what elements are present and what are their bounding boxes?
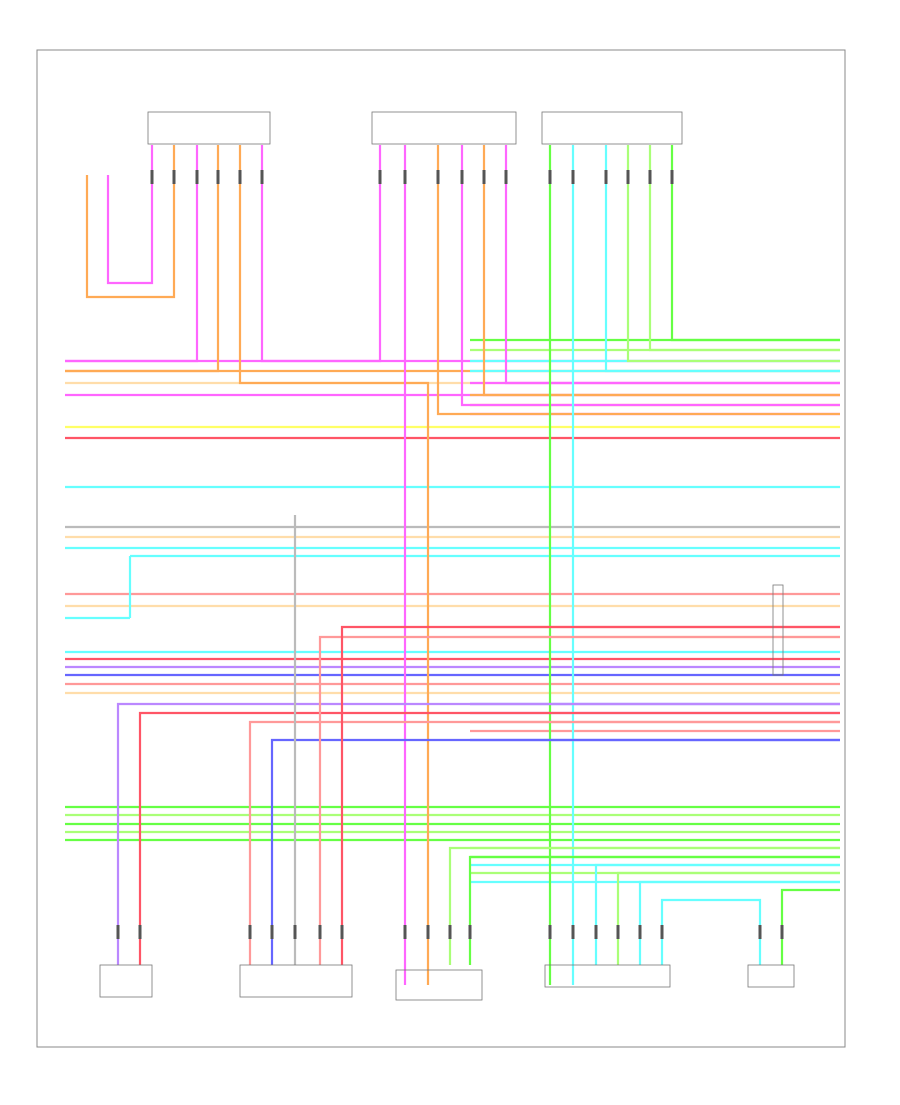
connector-tl bbox=[147, 111, 271, 145]
wire-tl-6 bbox=[260, 145, 382, 363]
wire-b5-2 bbox=[780, 888, 840, 965]
component-b4 bbox=[544, 964, 671, 988]
component-b3 bbox=[395, 969, 483, 1001]
terminal-bottom-5 bbox=[293, 925, 297, 939]
terminal-top-13 bbox=[548, 170, 552, 184]
wires-layer bbox=[65, 145, 840, 985]
wire-b1-2 bbox=[138, 711, 840, 965]
wire-tm-4 bbox=[482, 145, 840, 397]
terminal-top-12 bbox=[504, 170, 508, 184]
terminal-bottom-19 bbox=[780, 925, 784, 939]
terminal-bottom-14 bbox=[594, 925, 598, 939]
terminal-bottom-1 bbox=[116, 925, 120, 939]
terminal-bottom-6 bbox=[318, 925, 322, 939]
terminal-bottom-7 bbox=[340, 925, 344, 939]
wire-b4-3 bbox=[638, 880, 840, 965]
component-b2 bbox=[239, 964, 353, 998]
wire-b4-1 bbox=[594, 863, 840, 965]
terminal-bottom-9 bbox=[426, 925, 430, 939]
component-b1 bbox=[99, 964, 153, 998]
terminal-bottom-11 bbox=[468, 925, 472, 939]
terminal-top-14 bbox=[571, 170, 575, 184]
terminal-bottom-15 bbox=[616, 925, 620, 939]
terminal-top-3 bbox=[195, 170, 199, 184]
terminal-bottom-2 bbox=[138, 925, 142, 939]
terminal-top-10 bbox=[460, 170, 464, 184]
terminal-bottom-18 bbox=[758, 925, 762, 939]
wire-b5-1 bbox=[660, 898, 762, 965]
wire-tm-2 bbox=[436, 145, 840, 416]
wire-b2-5 bbox=[340, 625, 840, 965]
wire-tm-5 bbox=[504, 145, 840, 385]
connector-tr bbox=[541, 111, 683, 145]
terminal-top-4 bbox=[216, 170, 220, 184]
wire-b4-2 bbox=[616, 871, 840, 965]
connectors-layer bbox=[99, 111, 795, 1001]
terminal-top-2 bbox=[172, 170, 176, 184]
wire-tl-2 bbox=[106, 145, 154, 285]
diagram-border bbox=[36, 49, 846, 1048]
terminal-top-6 bbox=[260, 170, 264, 184]
wire-tr-3 bbox=[604, 145, 840, 373]
terminal-bottom-13 bbox=[571, 925, 575, 939]
terminal-bottom-17 bbox=[660, 925, 664, 939]
splice-box bbox=[772, 584, 784, 676]
wire-b2-4 bbox=[318, 635, 840, 965]
wire-tl-5 bbox=[238, 145, 430, 985]
wire-tr-6 bbox=[670, 145, 840, 342]
wire-tl-3 bbox=[65, 145, 199, 363]
wire-tl-4 bbox=[65, 145, 220, 373]
terminal-bottom-3 bbox=[248, 925, 252, 939]
terminal-top-18 bbox=[670, 170, 674, 184]
terminal-top-1 bbox=[150, 170, 154, 184]
wire-tr-4 bbox=[626, 145, 840, 363]
connector-tm bbox=[371, 111, 517, 145]
wire-tl-1 bbox=[85, 145, 176, 299]
terminal-top-9 bbox=[436, 170, 440, 184]
terminal-top-15 bbox=[604, 170, 608, 184]
wire-b2-1 bbox=[248, 720, 840, 965]
terminal-bottom-10 bbox=[448, 925, 452, 939]
terminal-top-5 bbox=[238, 170, 242, 184]
terminal-top-16 bbox=[626, 170, 630, 184]
wire-tm-3 bbox=[460, 145, 840, 407]
terminal-bottom-16 bbox=[638, 925, 642, 939]
terminal-top-17 bbox=[648, 170, 652, 184]
wire-b2-2 bbox=[270, 738, 840, 965]
terminal-bottom-4 bbox=[270, 925, 274, 939]
terminal-bottom-8 bbox=[403, 925, 407, 939]
terminal-top-8 bbox=[403, 170, 407, 184]
terminal-top-11 bbox=[482, 170, 486, 184]
wire-b1-1 bbox=[116, 702, 840, 965]
terminal-bottom-12 bbox=[548, 925, 552, 939]
component-b5 bbox=[747, 964, 795, 988]
wire-tr-5 bbox=[648, 145, 840, 352]
terminal-top-7 bbox=[378, 170, 382, 184]
